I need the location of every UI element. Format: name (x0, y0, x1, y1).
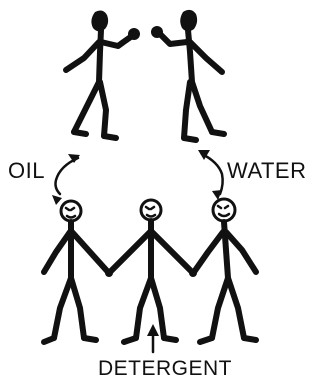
detergent-figure-middle (110, 200, 192, 342)
water-figure (151, 10, 224, 140)
detergent-label: DETERGENT (98, 358, 232, 379)
water-label: WATER (227, 160, 307, 182)
water-arrow-icon (198, 150, 223, 200)
detergent-arrow-icon (147, 324, 159, 352)
oil-arrow-icon (52, 154, 80, 205)
detergent-figure-left (44, 201, 108, 342)
oil-figure (66, 11, 140, 138)
detergent-figure-right (194, 199, 256, 342)
oil-label: OIL (8, 160, 45, 182)
